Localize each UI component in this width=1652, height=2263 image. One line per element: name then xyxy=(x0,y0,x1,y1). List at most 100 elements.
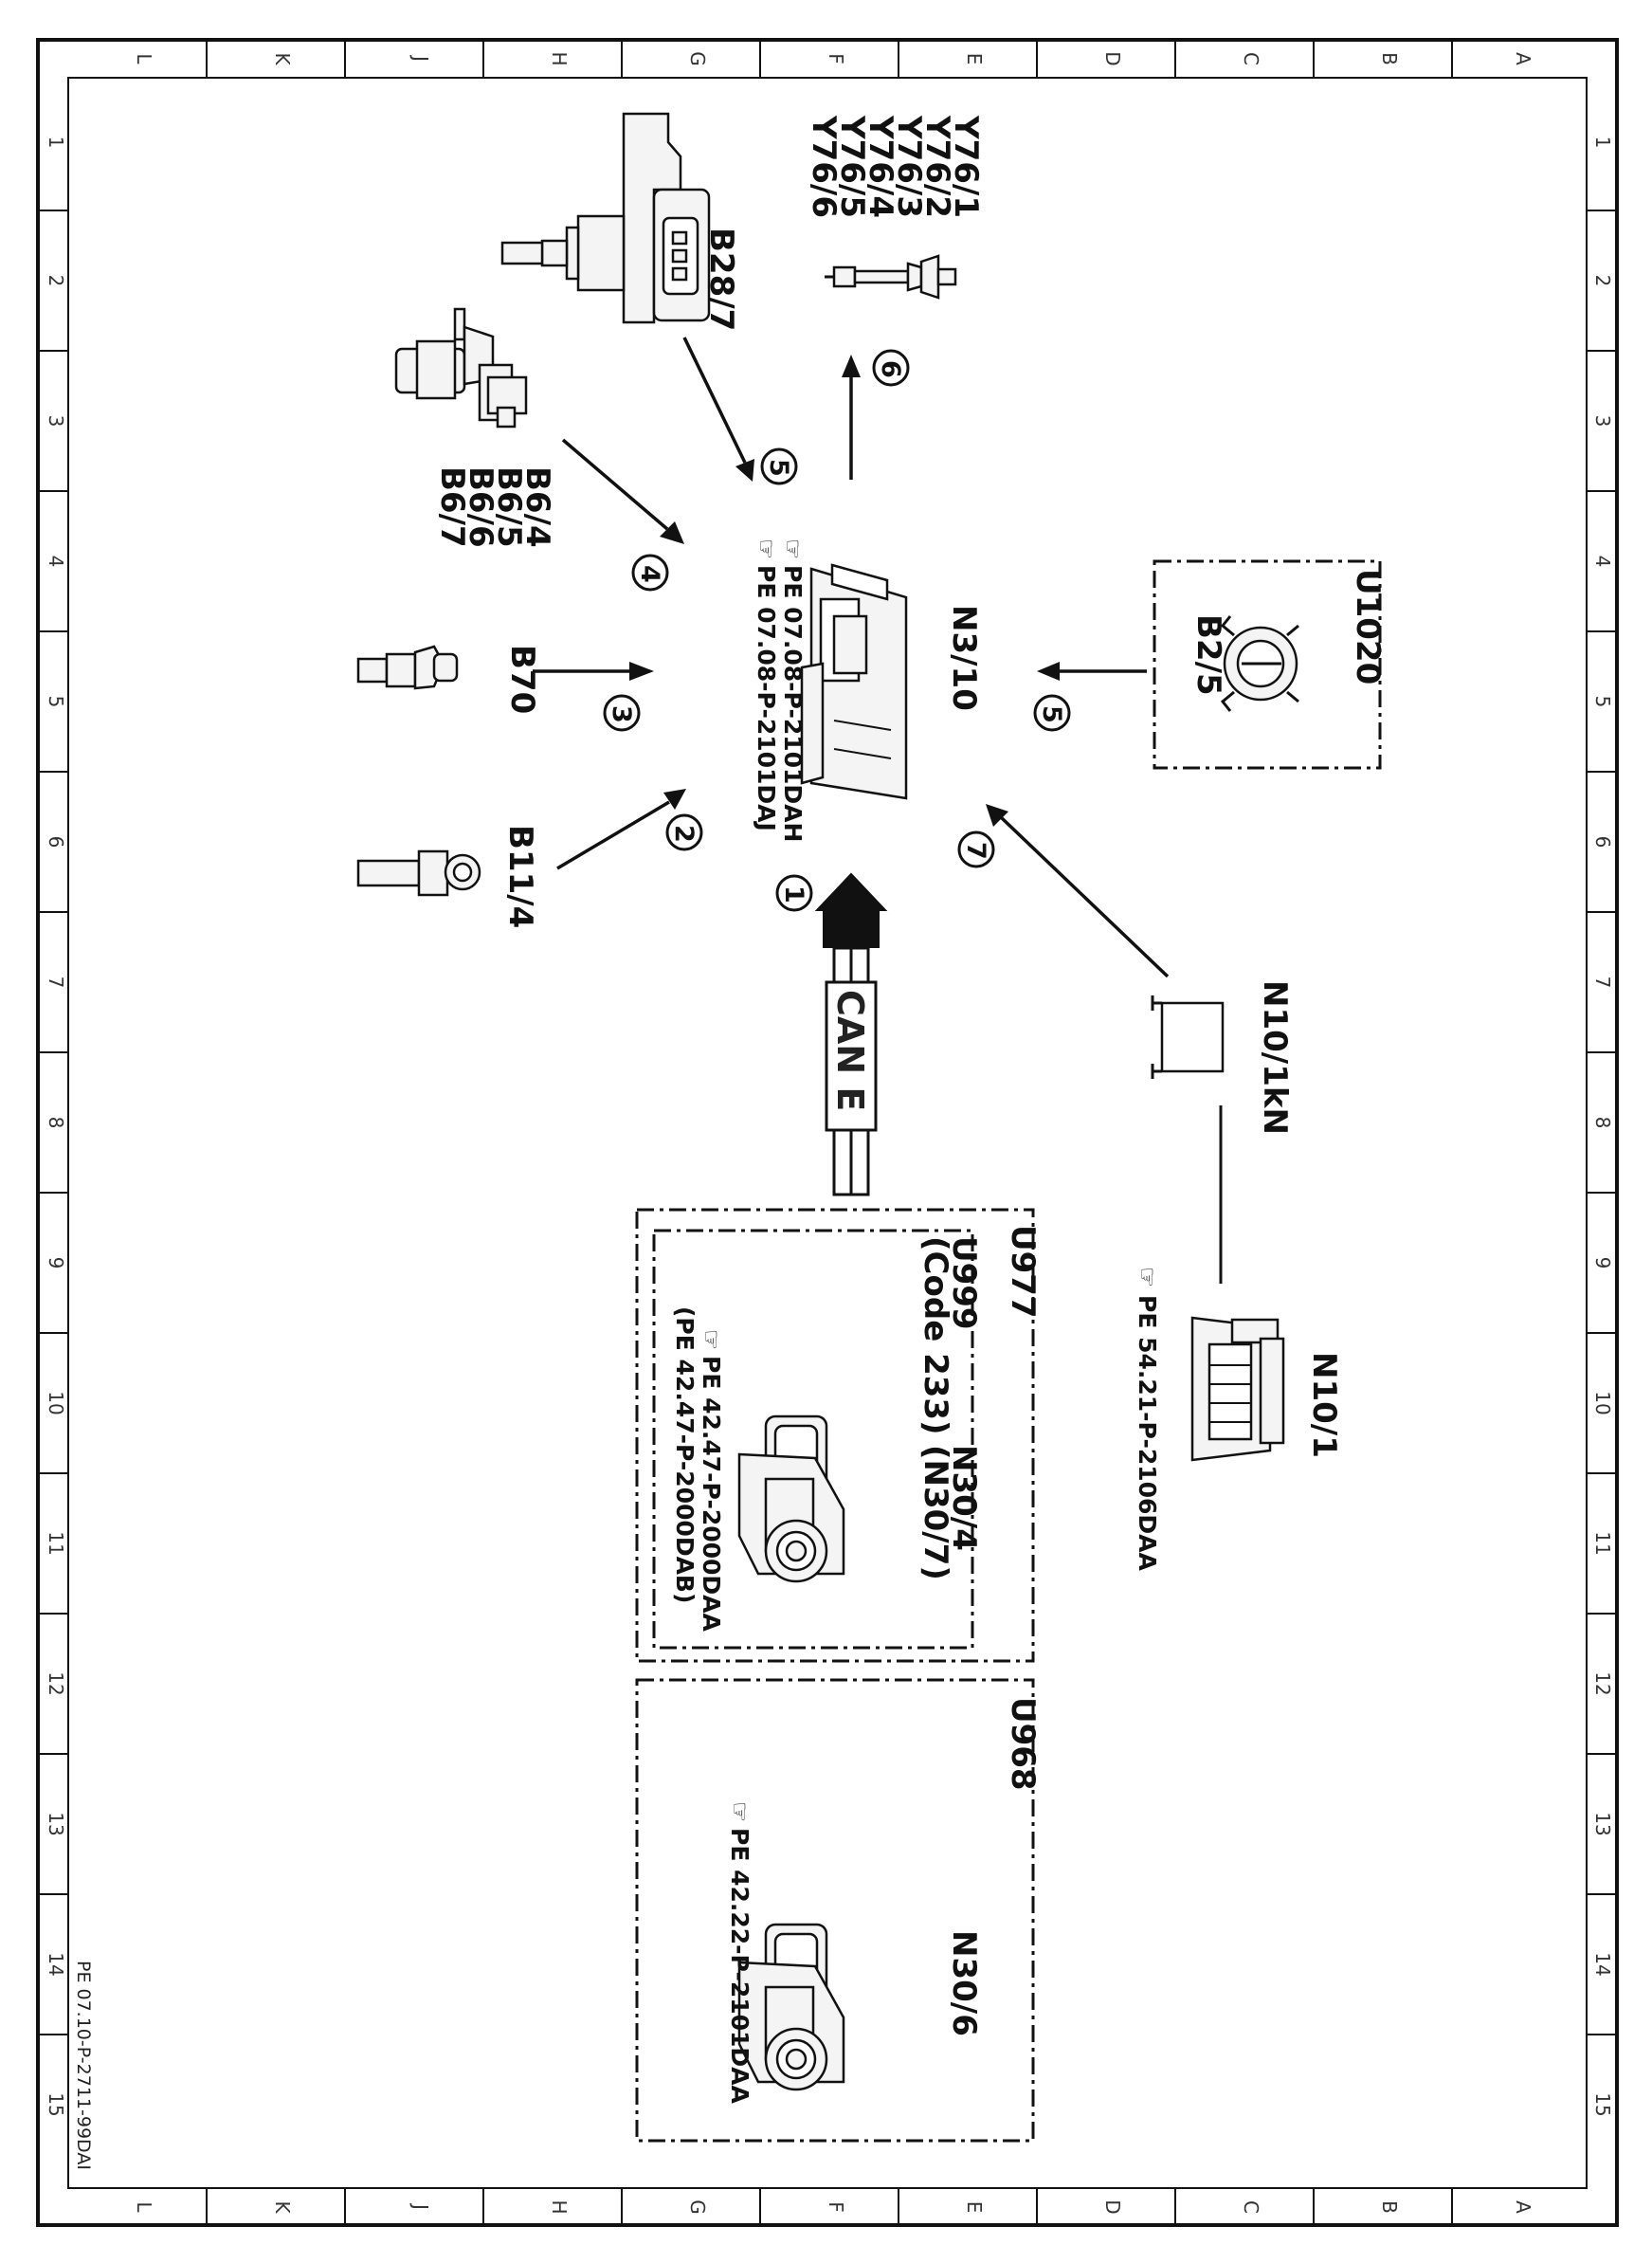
y76-label: Y76/3 xyxy=(890,115,928,218)
signal-marker-3: 3 xyxy=(603,694,641,732)
grid-letter: C xyxy=(1240,52,1262,65)
u968-label: U968 xyxy=(1004,1697,1042,1791)
grid-letter: G xyxy=(686,2199,709,2215)
grid-number: 4 xyxy=(1591,556,1614,568)
drawing-frame xyxy=(36,38,1619,2227)
esp-module-icon xyxy=(737,1923,845,2091)
relay-icon xyxy=(1151,995,1225,1079)
grid-letter: B xyxy=(1378,2200,1401,2214)
grid-letter: D xyxy=(1101,51,1124,65)
b11-4-sensor: B11/4 xyxy=(356,825,539,928)
air-mass-sensor-icon xyxy=(1220,615,1299,712)
u977-group: U977 U999 (Code 233) (N30/7) N30/4 ☞ PE … xyxy=(635,1208,1042,1663)
grid-letter: J xyxy=(409,54,432,62)
grid-letter: H xyxy=(548,2199,571,2214)
grid-letter: H xyxy=(548,51,571,65)
grid-letter: B xyxy=(1378,52,1401,65)
svg-text:6: 6 xyxy=(876,360,905,378)
grid-number: 12 xyxy=(1591,1671,1614,1695)
grid-number: 13 xyxy=(45,1812,67,1835)
grid-number: 10 xyxy=(1591,1391,1614,1414)
reference-icon: ☞ xyxy=(1134,1267,1161,1287)
signal-marker-5-right: 5 xyxy=(1033,694,1071,732)
b6-sensors: B6/4 B6/5 B6/6 B6/7 xyxy=(394,307,556,548)
grid-letter: E xyxy=(963,53,986,65)
grid-letter: A xyxy=(1512,52,1534,65)
u1020-boundary xyxy=(1153,559,1382,770)
grid-number: 4 xyxy=(45,556,67,568)
reference-icon: ☞ xyxy=(779,538,807,559)
n10-1kn-label: N10/1kN xyxy=(1256,980,1294,1135)
n3-10-references: ☞ PE 07.08-P-2101DAH ☞ PE 07.08-P-2101DA… xyxy=(753,538,807,842)
signal-marker-5-top: 5 xyxy=(760,447,798,485)
reference-icon: ☞ xyxy=(698,1329,725,1350)
n10-1-module: N10/1 ☞ PE 54.21-P-2106DAA xyxy=(1134,1267,1343,1571)
grid-letter: L xyxy=(133,53,155,64)
b28-7-label: B28/7 xyxy=(702,228,740,331)
grid-number: 12 xyxy=(45,1671,67,1695)
grid-number: 6 xyxy=(45,836,67,849)
u999-label: U999 xyxy=(945,1236,983,1330)
u1020-label: U1020 xyxy=(1349,569,1387,684)
n3-10-ecu: N3/10 ☞ PE 07.08-P-2101DAH ☞ PE 07.08-P-… xyxy=(753,538,983,842)
grid-letter: F xyxy=(825,2201,847,2213)
sam-module-icon xyxy=(1190,1316,1285,1462)
n10-1-label: N10/1 xyxy=(1305,1352,1343,1458)
b70-label: B70 xyxy=(503,645,541,714)
grid-number: 15 xyxy=(45,2092,67,2116)
grid-number: 2 xyxy=(1591,275,1614,287)
signal-marker-7: 7 xyxy=(957,830,995,868)
n3-10-label: N3/10 xyxy=(945,605,983,711)
signal-marker-2: 2 xyxy=(665,813,703,851)
grid-number: 14 xyxy=(1591,1952,1614,1976)
svg-text:7: 7 xyxy=(961,842,990,860)
u977-ref: PE 42.47-P-2000DAA xyxy=(698,1356,725,1632)
grid-letter: F xyxy=(825,53,847,64)
signal-marker-4: 4 xyxy=(631,554,669,592)
grid-number: 8 xyxy=(1591,1117,1614,1129)
svg-text:5: 5 xyxy=(764,459,793,477)
n30-4-alt-label: (N30/7) xyxy=(917,1445,954,1580)
u977-label: U977 xyxy=(1004,1225,1042,1319)
svg-text:4: 4 xyxy=(635,565,664,583)
grid-number: 15 xyxy=(1591,2092,1614,2116)
b2-5-label: B2/5 xyxy=(1189,614,1227,696)
grid-number: 1 xyxy=(1591,137,1614,149)
injector-icon xyxy=(825,254,957,300)
u999-code: (Code 233) xyxy=(917,1236,954,1435)
grid-number: 8 xyxy=(45,1117,67,1129)
grid-number: 6 xyxy=(1591,836,1614,849)
u968-group: U968 N30/6 ☞ PE 42.22-P-2101DAA xyxy=(635,1678,1042,2143)
abs-module-icon xyxy=(737,1414,845,1583)
grid-number: 2 xyxy=(45,275,67,287)
b6-label: B6/5 xyxy=(490,466,528,548)
b6-label: B6/4 xyxy=(518,466,556,548)
crankshaft-sensor-icon xyxy=(356,645,459,690)
grid-letters-top: A B C D E F G H J K L xyxy=(133,51,1534,66)
svg-text:3: 3 xyxy=(607,705,636,723)
grid-letters-bottom: A B C D E F G H J K L xyxy=(133,2199,1534,2215)
u999-boundary xyxy=(652,1229,974,1650)
grid-number: 11 xyxy=(1591,1531,1614,1555)
grid-letter: G xyxy=(686,51,709,66)
grid-number: 1 xyxy=(45,137,67,149)
signal-markers: 6 5 4 3 2 1 5 7 xyxy=(603,349,1071,912)
grid-number: 10 xyxy=(45,1391,67,1414)
y76-injector: Y76/1 Y76/2 Y76/3 Y76/4 Y76/5 Y76/6 xyxy=(805,115,985,300)
grid-numbers-left: 1 2 3 4 5 6 7 8 9 10 11 12 13 14 15 xyxy=(45,137,67,2117)
b11-4-label: B11/4 xyxy=(501,825,539,928)
signal-marker-6: 6 xyxy=(872,349,910,387)
signal-arrows xyxy=(533,337,1170,978)
y76-label: Y76/5 xyxy=(833,115,871,218)
can-arrow-head xyxy=(814,872,888,911)
document-id: PE 07.10-P-2711-99DAI xyxy=(73,1961,94,2170)
signal-marker-1: 1 xyxy=(775,874,813,912)
u977-ref: (PE 42.47-P-2000DAB) xyxy=(671,1306,699,1603)
n30-6-label: N30/6 xyxy=(945,1930,983,2036)
grid-letter: D xyxy=(1101,2199,1124,2214)
y76-label: Y76/6 xyxy=(805,115,843,218)
b6-label: B6/6 xyxy=(462,466,499,548)
grid-number: 7 xyxy=(45,976,67,989)
ecu-icon xyxy=(800,563,908,800)
